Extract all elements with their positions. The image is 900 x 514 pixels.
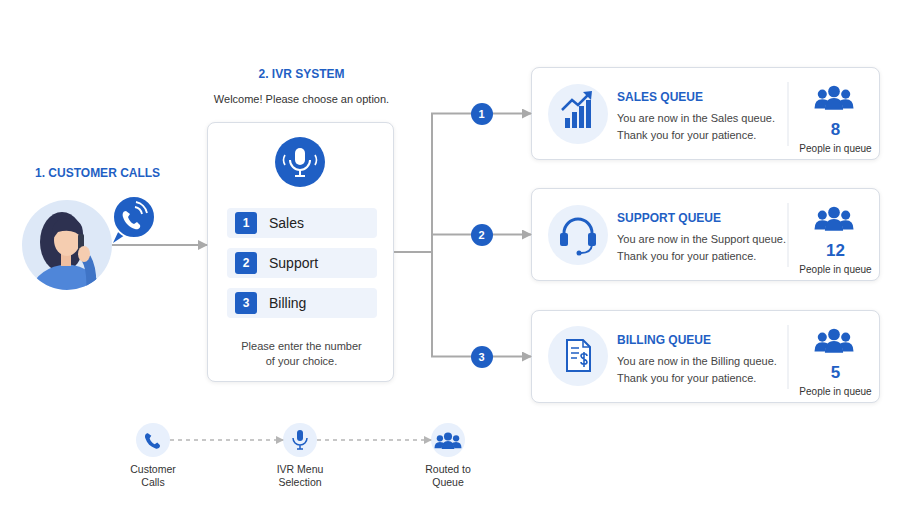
- queue-message: You are now in the Billing queue. Thank …: [617, 353, 791, 387]
- document-lines: [571, 348, 579, 358]
- headband: [564, 219, 592, 240]
- sound-wave: [284, 155, 317, 165]
- queue-count: 8: [790, 120, 881, 140]
- queue-title: BILLING QUEUE: [617, 333, 787, 347]
- option-number: 2: [235, 252, 257, 274]
- flow-connector: [394, 235, 531, 253]
- small-mic-icon: [293, 430, 307, 449]
- step-heading: 2. IVR SYSTEM: [188, 67, 415, 81]
- count-caption: People in queue: [790, 264, 881, 275]
- customer-avatar: 1. CUSTOMER CALLS: [22, 200, 112, 290]
- ivr-panel: 2. IVR SYSTEMWelcome! Please choose an o…: [207, 122, 394, 382]
- option-number: 1: [235, 212, 257, 234]
- mic-holder: [290, 160, 310, 170]
- option-label: Support: [269, 254, 369, 272]
- queue-count: 12: [790, 241, 881, 261]
- step-circle: Routed to Queue: [431, 423, 465, 457]
- call-bubble: [113, 196, 155, 243]
- neck: [61, 252, 71, 266]
- mic-icon: [275, 137, 325, 187]
- menu-option: 3 Billing: [227, 288, 377, 318]
- mic-head: [297, 430, 303, 441]
- sales-icon: [548, 84, 608, 144]
- phone-icon: [123, 211, 141, 229]
- icon-circle: [548, 205, 608, 265]
- count-caption: People in queue: [790, 386, 881, 397]
- prompt-text: Please enter the number of your choice.: [238, 339, 365, 369]
- mic-tip: [577, 251, 582, 256]
- dollar-sign: [581, 352, 587, 367]
- mic-circle: [275, 137, 325, 187]
- phone-icon: [145, 433, 160, 449]
- people-icon: [815, 86, 854, 110]
- prompt-text: Welcome! Please choose an option.: [178, 93, 425, 105]
- queue-card: SUPPORT QUEUE You are now in the Support …: [531, 188, 880, 281]
- count-caption: People in queue: [790, 143, 881, 154]
- dashed-arrow: [317, 439, 431, 441]
- ear-cup: [588, 233, 596, 246]
- signal-arc: [135, 207, 142, 214]
- bubble-tail: [113, 228, 128, 243]
- customer-illustration: [28, 212, 106, 300]
- phone: [78, 234, 84, 251]
- step-label: Routed to Queue: [418, 463, 478, 489]
- divider: [788, 203, 789, 267]
- mic-stand: [293, 438, 307, 449]
- trend-line: [562, 94, 589, 110]
- document: [567, 340, 590, 371]
- step-circle: Customer Calls: [136, 423, 170, 457]
- mic-head: [295, 148, 305, 165]
- mic-boom: [581, 245, 592, 253]
- step-label: IVR Menu Selection: [270, 463, 330, 489]
- queue-message: You are now in the Support queue. Thank …: [617, 231, 791, 265]
- chart-bar: [586, 100, 591, 128]
- body: [28, 264, 106, 300]
- support-icon: [548, 205, 608, 265]
- step-circle: IVR Menu Selection: [283, 423, 317, 457]
- face: [54, 224, 80, 256]
- menu-option: 1 Sales: [227, 208, 377, 238]
- ear-cup: [560, 233, 568, 246]
- mic-stand: [295, 170, 305, 176]
- menu-option: 2 Support: [227, 248, 377, 278]
- people-icon: [435, 432, 462, 449]
- queue-title: SALES QUEUE: [617, 90, 787, 104]
- step-heading: 1. CUSTOMER CALLS: [35, 166, 195, 180]
- flow-connector: [112, 244, 207, 246]
- people-icon: [815, 207, 854, 231]
- dashed-arrow: [170, 439, 283, 441]
- flow-connector: [394, 252, 531, 357]
- chart-bar: [565, 118, 570, 128]
- arm: [86, 258, 91, 300]
- icon-circle: [548, 84, 608, 144]
- people-icon: [815, 329, 854, 353]
- hair-back: [40, 212, 84, 272]
- queue-title: SUPPORT QUEUE: [617, 211, 787, 225]
- bubble-circle: [113, 196, 155, 238]
- step-label: Customer Calls: [123, 463, 183, 489]
- hand: [78, 246, 90, 262]
- icon-circle: [548, 326, 608, 386]
- option-label: Sales: [269, 214, 369, 232]
- queue-card: SALES QUEUE You are now in the Sales queu…: [531, 67, 880, 160]
- divider: [788, 325, 789, 389]
- queue-card: BILLING QUEUE You are now in the Billing …: [531, 310, 880, 403]
- queue-message: You are now in the Sales queue. Thank yo…: [617, 110, 791, 144]
- divider: [788, 82, 789, 146]
- hair-top: [52, 218, 83, 240]
- trend-arrow: [583, 91, 592, 100]
- queue-count: 5: [790, 363, 881, 383]
- chart-bar: [572, 112, 577, 128]
- option-number: 3: [235, 292, 257, 314]
- billing-icon: [548, 326, 608, 386]
- document-fold: [583, 340, 590, 347]
- signal-arc: [136, 202, 147, 213]
- chart-bar: [579, 106, 584, 128]
- flow-connector: [394, 114, 531, 253]
- queue-dividers: [788, 82, 789, 389]
- option-label: Billing: [269, 294, 369, 312]
